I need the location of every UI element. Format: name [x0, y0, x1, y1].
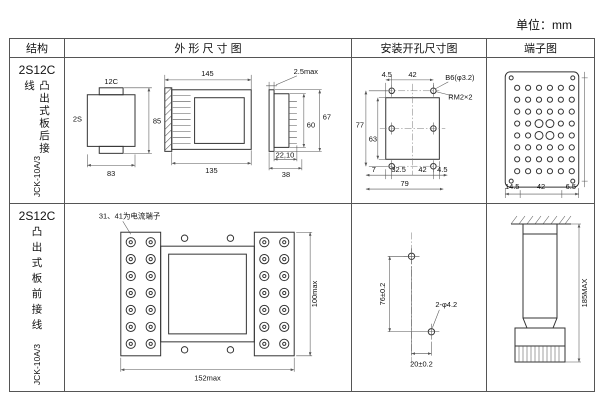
relay-front-view: [164, 87, 252, 152]
unit-label: 单位：mm: [516, 18, 572, 32]
dim-height-total-77: 77: [356, 121, 364, 130]
flange-hatch: [164, 87, 172, 151]
dim-case-top: 12C: [104, 77, 118, 86]
dim-bottom-42: 42: [418, 165, 426, 174]
hole-diameter-note: 2-φ4.2: [435, 300, 457, 309]
hole-crosshairs: [403, 248, 440, 340]
panel-hatch: [510, 215, 572, 225]
col-header-outline: 外 形 尺 寸 图: [65, 39, 352, 58]
wiring-label-row1: 凸出式板后接线: [23, 80, 50, 155]
col-header-terminal: 端子图: [487, 39, 594, 58]
structure-cell-row2: 2S12C 凸出式板前接线 JCK-10A/3: [10, 204, 65, 391]
mounting-hole-drawing-row2: 76±0.2 2-φ4.2 20±0.2: [378, 232, 457, 369]
relay-side-view: [268, 89, 290, 152]
dim-bottom-32-5: 32.5: [391, 165, 405, 174]
relay-top-view: [86, 87, 136, 154]
dim-depth-back-38: 38: [282, 170, 290, 179]
dimension-lines: [565, 223, 581, 363]
dim-depth-total-67: 67: [323, 113, 331, 122]
dim-offset-20: 20±0.2: [410, 359, 433, 368]
dim-terminal-left: 14.5: [505, 182, 519, 191]
col-header-structure: 结构: [10, 39, 65, 58]
centerlines: [379, 83, 446, 176]
terminal-diagram-row2: 185MAX: [510, 215, 589, 363]
dimension-labels: 4.5 42 B6(φ3.2) RM2×2 77 63 7 32.5 42 4.…: [356, 70, 475, 188]
outline-drawing-front-wiring: 31、41为电流端子 152max 100max: [99, 210, 319, 382]
dimension-lines: [364, 75, 453, 191]
socket-comb: [518, 346, 560, 362]
dimension-lines: [120, 231, 313, 372]
dim-width-152max: 152max: [194, 374, 221, 383]
dim-width-83: 83: [107, 169, 115, 178]
dimension-labels: 76±0.2 2-φ4.2 20±0.2: [378, 283, 457, 369]
dim-height-185max: 185MAX: [580, 279, 589, 308]
dim-depth-case-60: 60: [307, 121, 315, 130]
dimension-labels: 185MAX: [580, 279, 589, 308]
dimension-table: 结构 外 形 尺 寸 图 安装开孔尺寸图 端子图 2S12C 凸出式板后接线 J…: [9, 38, 595, 392]
structure-cell-row1: 2S12C 凸出式板后接线 JCK-10A/3: [10, 58, 65, 204]
terminal-screws-left: [125, 237, 156, 349]
col-header-mounting: 安装开孔尺寸图: [352, 39, 487, 58]
mounting-cell-row1: 4.5 42 B6(φ3.2) RM2×2 77 63 7 32.5 42 4.…: [352, 58, 487, 204]
dim-bottom-left-7: 7: [372, 165, 376, 174]
dim-vertical-76: 76±0.2: [378, 283, 387, 306]
plate-corner-holes: [508, 75, 576, 184]
relay-profile: [514, 223, 566, 363]
dimension-labels: 31、41为电流端子 152max 100max: [99, 210, 319, 382]
dim-height-85: 85: [153, 117, 161, 126]
current-terminal-note: 31、41为电流端子: [99, 210, 161, 220]
dim-bottom-right-4-5: 4.5: [437, 165, 447, 174]
front-wiring-body: [120, 231, 295, 357]
dim-terminal-middle: 42: [537, 182, 545, 191]
dim-body-width-135: 135: [205, 166, 217, 175]
terminal-diagram-row1: 14.5 42 6.5: [504, 71, 588, 199]
terminal-cell-row1: 14.5 42 6.5: [487, 58, 594, 204]
outline-cell-row1: 12C 2S 83 85 145 135 2.5max 67 60 22,10 …: [65, 58, 352, 204]
screw-spec-note: RM2×2: [448, 93, 472, 102]
dim-stud-depth: 22,10: [276, 150, 295, 159]
dim-height-100max: 100max: [310, 280, 319, 307]
outline-drawing-rear-wiring: 12C 2S 83 85 145 135 2.5max 67 60 22,10 …: [73, 67, 331, 179]
terminal-cell-row2: 185MAX: [487, 204, 594, 391]
terminal-screws-right: [259, 237, 290, 349]
model-label-row2: 2S12C: [18, 209, 56, 223]
dim-height-inner-63: 63: [369, 134, 377, 143]
terminal-studs: [288, 101, 297, 144]
wiring-label-row2: 凸出式板前接线: [30, 226, 43, 335]
hole-spec-note: B6(φ3.2): [445, 73, 475, 82]
dimension-labels: 12C 2S 83 85 145 135 2.5max 67 60 22,10 …: [73, 67, 331, 179]
dim-front-width-145: 145: [201, 69, 213, 78]
dimension-lines: [87, 74, 322, 171]
terminal-grid: [514, 84, 575, 175]
dim-case-side: 2S: [73, 115, 82, 124]
dimension-labels: 14.5 42 6.5: [505, 182, 576, 191]
dimension-lines: [504, 71, 588, 199]
dim-width-total-79: 79: [400, 179, 408, 188]
dim-panel-gap: 2.5max: [294, 67, 319, 76]
dim-top-offset: 4.5: [382, 70, 392, 79]
front-view-ribs: [172, 95, 191, 144]
dim-terminal-right: 6.5: [566, 182, 576, 191]
type-code-row2: JCK-10A/3: [32, 343, 42, 385]
terminal-plate: [504, 71, 580, 188]
mounting-hole-drawing-row1: 4.5 42 B6(φ3.2) RM2×2 77 63 7 32.5 42 4.…: [356, 70, 475, 191]
type-code-row1: JCK-10A/3: [32, 155, 42, 197]
dimension-lines: [387, 256, 440, 356]
drill-holes: [407, 252, 436, 336]
outline-cell-row2: 31、41为电流端子 152max 100max: [65, 204, 352, 391]
dim-top-span: 42: [408, 70, 416, 79]
model-label-row1: 2S12C: [18, 63, 56, 77]
hole-ticks: [391, 84, 434, 173]
mounting-cell-row2: 76±0.2 2-φ4.2 20±0.2: [352, 204, 487, 391]
